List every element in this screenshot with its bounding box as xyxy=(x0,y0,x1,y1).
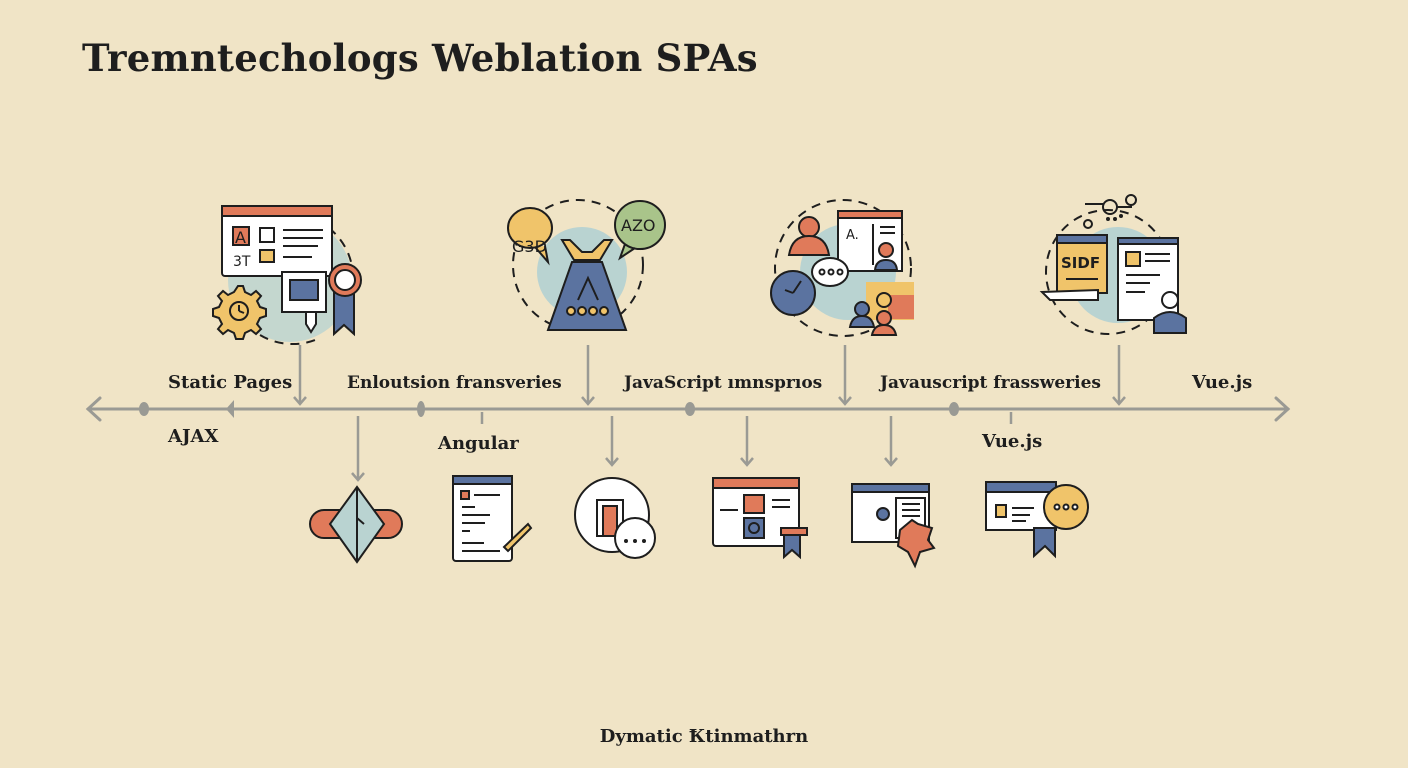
axis-marker xyxy=(417,401,425,417)
footer-caption: Dymatic Ꝁtinmathrn xyxy=(599,726,809,747)
svg-text:AZO: AZO xyxy=(621,216,656,235)
down-arrow-icon xyxy=(1112,345,1126,406)
down-arrow-icon xyxy=(884,416,898,467)
people-collaboration-icon: A. xyxy=(770,199,914,337)
timeline-label-vuejs-top: Vue.js xyxy=(1192,372,1253,393)
page-title: Tremntechologs Weblation SPAs xyxy=(82,36,758,80)
down-arrow-icon xyxy=(581,345,595,406)
timeline-label-ajax: AJAX xyxy=(168,426,219,447)
diamond-exchange-icon xyxy=(309,485,403,564)
connectors xyxy=(293,345,1126,482)
down-arrow-icon xyxy=(838,345,852,406)
timeline-label-static-pages: Static Pages xyxy=(168,372,293,393)
down-arrow-icon xyxy=(351,416,365,482)
svg-text:G3D: G3D xyxy=(512,237,547,256)
down-arrow-icon xyxy=(293,345,307,406)
svg-text:SIDF: SIDF xyxy=(1061,254,1100,272)
timeline-label-angular: Angular xyxy=(438,433,519,454)
document-network-icon: SIDF xyxy=(1039,194,1187,335)
web-page-award-icon: A 3T xyxy=(212,205,362,345)
checklist-document-icon xyxy=(452,475,533,562)
timeline-label-enloutsion: Enloutsion fransveries xyxy=(347,373,562,393)
svg-text:A: A xyxy=(235,228,246,247)
server-bubble-icon xyxy=(574,477,656,559)
axis-marker xyxy=(139,402,149,416)
axis-markers xyxy=(139,400,959,418)
down-arrow-icon xyxy=(740,416,754,467)
timeline-label-javauscript: Javauscript frassweries xyxy=(880,373,1101,393)
svg-text:3T: 3T xyxy=(233,254,251,270)
axis-marker xyxy=(685,402,695,416)
timeline-label-vuejs-bottom: Vue.js xyxy=(982,431,1043,452)
browser-chat-icon xyxy=(985,481,1089,559)
axis-marker xyxy=(949,402,959,416)
browser-map-icon xyxy=(851,483,936,569)
down-arrow-icon xyxy=(605,416,619,467)
axis-marker xyxy=(226,400,234,418)
browser-ribbon-icon xyxy=(712,477,808,560)
timeline-label-javascript: JavaScript ımnsprıos xyxy=(624,373,823,393)
speech-bubbles-icon: G3D AZO xyxy=(507,199,667,331)
svg-text:A.: A. xyxy=(846,228,859,243)
